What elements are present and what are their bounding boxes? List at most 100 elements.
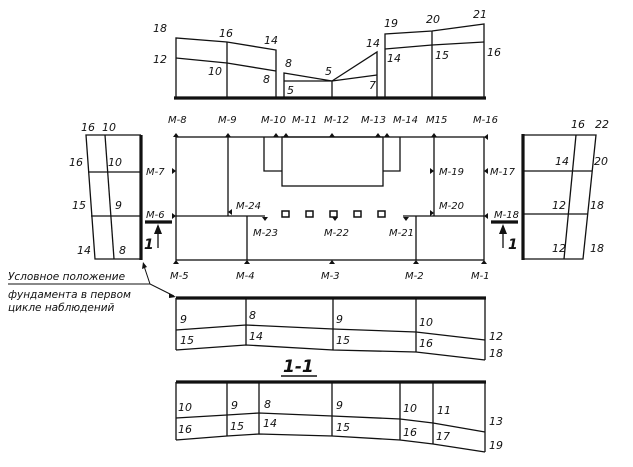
marker-label: M-18 xyxy=(494,210,519,221)
section-upper-profile: 9 8 9 10 15 14 15 16 12 18 xyxy=(175,296,503,361)
value-label: 12 xyxy=(153,53,167,66)
marker-label: M-3 xyxy=(321,271,340,282)
arrow-up-icon xyxy=(499,224,507,234)
marker-label: M-6 xyxy=(146,210,165,221)
value-label: 8 xyxy=(119,244,126,257)
marker-label: M-21 xyxy=(389,228,414,239)
section-cut-left: 1 xyxy=(144,220,172,253)
value-label: 12 xyxy=(552,199,566,212)
right-settlement-profile: 16 22 14 20 12 18 12 18 xyxy=(521,118,609,260)
value-label: 20 xyxy=(594,155,608,168)
value-label: 14 xyxy=(555,155,569,168)
value-label: 9 xyxy=(336,399,343,412)
marker-label: M-2 xyxy=(405,271,424,282)
value-label: 16 xyxy=(69,156,83,169)
value-label: 14 xyxy=(366,37,380,50)
section-title: 1-1 xyxy=(283,357,314,377)
marker-label: M-13 xyxy=(361,115,386,126)
section-cut-right: 1 xyxy=(491,220,518,253)
value-label: 8 xyxy=(285,57,292,70)
value-label: 10 xyxy=(419,316,433,329)
value-label: 15 xyxy=(72,199,86,212)
cut-label: 1 xyxy=(144,237,154,253)
value-label: 20 xyxy=(426,13,440,26)
building-plan: M-8 M-9 M-10 M-11 M-12 M-13 M-14 M15 M-1… xyxy=(146,115,519,282)
value-label: 11 xyxy=(437,404,451,417)
value-label: 15 xyxy=(230,420,244,433)
value-label: 8 xyxy=(249,309,256,322)
value-label: 14 xyxy=(264,34,278,47)
section-lower-profile: 10 9 8 9 10 11 16 15 14 15 16 17 13 19 xyxy=(175,380,503,453)
value-label: 18 xyxy=(153,22,167,35)
value-label: 10 xyxy=(208,65,222,78)
value-label: 17 xyxy=(436,430,450,443)
annotation-line: цикле наблюдений xyxy=(8,302,115,314)
value-label: 16 xyxy=(571,118,585,131)
value-label: 14 xyxy=(387,52,401,65)
marker-label: M-7 xyxy=(146,167,165,178)
value-label: 16 xyxy=(219,27,233,40)
value-label: 14 xyxy=(77,244,91,257)
value-label: 18 xyxy=(590,242,604,255)
marker-label: M-24 xyxy=(236,201,261,212)
value-label: 7 xyxy=(369,79,376,92)
arrow-up-icon xyxy=(154,224,162,234)
value-label: 14 xyxy=(263,417,277,430)
value-label: 9 xyxy=(180,313,187,326)
left-block: 18 16 14 12 10 8 xyxy=(153,22,278,98)
value-label: 10 xyxy=(403,402,417,415)
value-label: 15 xyxy=(180,334,194,347)
cut-label: 1 xyxy=(508,237,518,253)
value-label: 9 xyxy=(115,199,122,212)
value-label: 16 xyxy=(487,46,501,59)
value-label: 16 xyxy=(403,426,417,439)
annotation-line: фундамента в первом xyxy=(8,289,131,301)
value-label: 18 xyxy=(489,347,503,360)
marker-label: M15 xyxy=(426,115,447,126)
marker-label: M-23 xyxy=(253,228,278,239)
value-label: 10 xyxy=(102,121,116,134)
value-label: 19 xyxy=(384,17,398,30)
marker-label: M-14 xyxy=(393,115,418,126)
foundation-annotation: Условное положение фундамента в первом ц… xyxy=(8,262,176,314)
marker-label: M-8 xyxy=(168,115,187,126)
column-squares xyxy=(281,210,386,218)
value-label: 8 xyxy=(264,398,271,411)
value-label: 9 xyxy=(231,399,238,412)
value-label: 14 xyxy=(249,330,263,343)
marker-label: M-19 xyxy=(439,167,464,178)
value-label: 9 xyxy=(336,313,343,326)
marker-label: M-1 xyxy=(471,271,490,282)
value-label: 18 xyxy=(590,199,604,212)
marker-label: M-17 xyxy=(490,167,516,178)
right-block: 19 20 21 14 15 16 xyxy=(384,8,501,98)
value-label: 19 xyxy=(489,439,503,452)
value-label: 5 xyxy=(287,84,294,97)
annotation-line: Условное положение xyxy=(8,271,125,283)
middle-block: 8 5 14 5 7 xyxy=(283,37,380,98)
value-label: 15 xyxy=(336,421,350,434)
marker-label: M-12 xyxy=(324,115,349,126)
value-label: 21 xyxy=(473,8,487,21)
value-label: 12 xyxy=(489,330,503,343)
value-label: 16 xyxy=(81,121,95,134)
marker-label: M-5 xyxy=(170,271,189,282)
marker-label: M-20 xyxy=(439,201,464,212)
value-label: 15 xyxy=(336,334,350,347)
value-label: 12 xyxy=(552,242,566,255)
marker-label: M-9 xyxy=(218,115,237,126)
value-label: 5 xyxy=(325,65,332,78)
value-label: 10 xyxy=(108,156,122,169)
marker-label: M-16 xyxy=(473,115,498,126)
marker-label: M-10 xyxy=(261,115,286,126)
benchmark-markers xyxy=(172,133,488,264)
top-settlement-profile: 18 16 14 12 10 8 8 5 14 5 7 19 20 21 14 … xyxy=(153,8,501,100)
value-label: 15 xyxy=(435,49,449,62)
value-label: 22 xyxy=(595,118,609,131)
value-label: 13 xyxy=(489,415,503,428)
marker-label: M-11 xyxy=(292,115,317,126)
marker-label: M-22 xyxy=(324,228,349,239)
value-label: 8 xyxy=(263,73,270,86)
value-label: 16 xyxy=(419,337,433,350)
